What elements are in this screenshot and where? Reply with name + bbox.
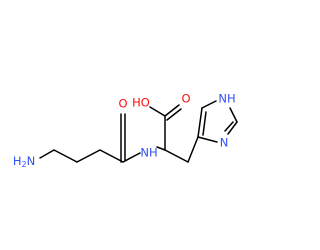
amide-nh-label: NH	[140, 146, 157, 160]
bond-ch2-ring	[187, 136, 199, 163]
bond-c2-c1	[99, 149, 124, 163]
bond-c4-c3	[53, 149, 78, 163]
bond-c1-nh	[122, 152, 141, 163]
bond-ring-n3-c4	[197, 136, 218, 143]
bond-calpha-ch2	[164, 149, 189, 163]
molecule-structure: H2N O NH HO O NH N	[13, 92, 238, 169]
acid-hydroxyl-label: HO	[132, 96, 150, 110]
amine-label: H2N	[13, 154, 35, 169]
bond-ring-c4-c5	[197, 107, 203, 138]
atom-labels: H2N O NH HO O NH N	[13, 92, 236, 169]
bond-cooh-oh	[149, 106, 166, 117]
bond-c3-c2	[76, 149, 101, 163]
bond-ring-c2-n3-b	[224, 121, 234, 132]
bond-ring-c5-n1	[201, 100, 217, 109]
bond-nh-calpha	[156, 146, 166, 151]
bond-cooh-o-a	[164, 104, 180, 117]
ring-nh-label: NH	[218, 92, 235, 106]
bond-ring-c4-c5-inner	[202, 111, 207, 136]
bond-ring-c2-n3-a	[227, 121, 238, 135]
ring-n-label: N	[220, 136, 229, 150]
amide-oxygen-label: O	[118, 97, 127, 111]
bonds	[39, 100, 238, 163]
bond-cooh-o-b	[166, 108, 182, 121]
bond-amine-c4	[39, 149, 55, 159]
acid-oxygen-label: O	[181, 92, 190, 106]
bond-ring-n1-c2	[229, 107, 238, 123]
